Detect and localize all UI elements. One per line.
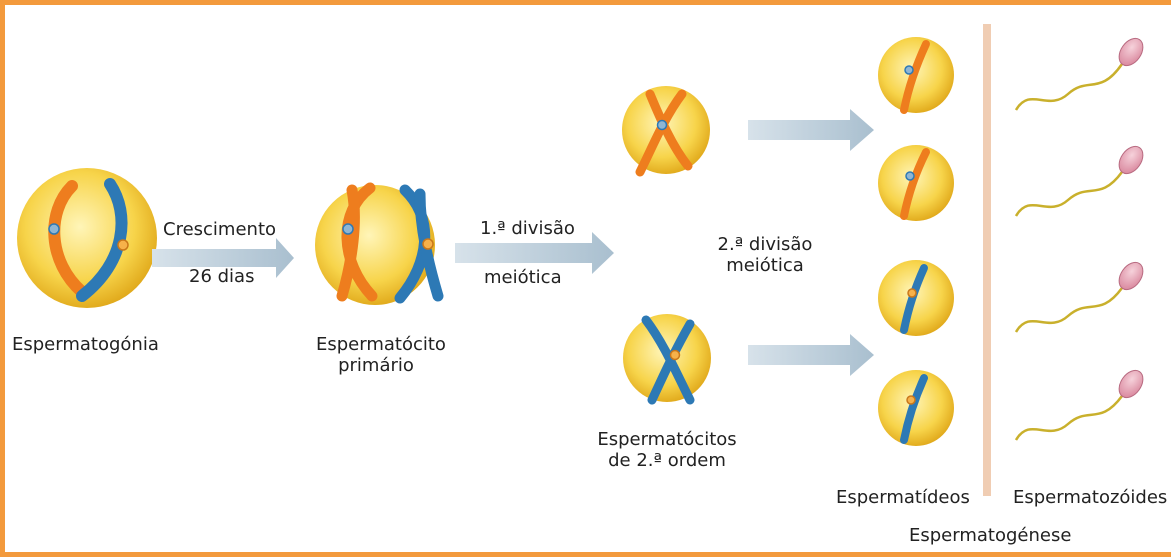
orange-chromatid xyxy=(635,89,687,177)
growth-arrow xyxy=(152,238,294,278)
second-division-arrow-bottom xyxy=(748,334,874,376)
orange-chromatid xyxy=(645,89,693,171)
spermatozoon xyxy=(1014,145,1144,217)
label-secondary-line1: Espermatócitos xyxy=(597,429,737,450)
label-second-division-line1: 2.ª divisão xyxy=(717,234,813,255)
spermatid-cell xyxy=(878,370,954,446)
second-division-arrow-top xyxy=(748,109,874,151)
spermatogonium-cell xyxy=(17,168,157,308)
centromere-icon xyxy=(48,223,60,235)
spermatozoon xyxy=(1014,261,1144,333)
spermatozoon xyxy=(1014,369,1144,441)
sperm-head xyxy=(1118,145,1144,175)
sperm-head xyxy=(1118,261,1144,291)
sperm-tail xyxy=(1014,171,1124,217)
label-secondary-line2: de 2.ª ordem xyxy=(608,450,726,471)
secondary-spermatocyte-orange xyxy=(622,86,710,177)
centromere-icon xyxy=(422,238,434,250)
centromere-icon xyxy=(669,349,681,361)
label-primary-line2: primário xyxy=(338,355,414,376)
label-primary-spermatocyte: Espermatócito primário xyxy=(316,334,446,376)
blue-chromatid xyxy=(900,374,928,444)
spermatid-cell xyxy=(878,37,954,114)
blue-chromosome xyxy=(76,178,128,302)
label-growth-days: 26 dias xyxy=(189,266,255,287)
orange-chromatid xyxy=(336,184,360,302)
sperm-head xyxy=(1118,369,1144,399)
label-first-division-line2: meiótica xyxy=(484,267,562,288)
spermatozoon xyxy=(1014,37,1144,111)
centromere-icon xyxy=(656,119,668,131)
centromere-icon xyxy=(906,395,916,405)
label-spermatogonia: Espermatogónia xyxy=(12,334,159,355)
orange-chromosome xyxy=(48,180,88,298)
label-spermatozoa: Espermatozóides xyxy=(1013,487,1168,508)
secondary-spermatocyte-blue xyxy=(623,314,711,405)
sperm-tail xyxy=(1014,395,1124,441)
centromere-icon xyxy=(117,239,129,251)
spermatid-cell xyxy=(878,260,954,336)
label-second-division: 2.ª divisão meiótica xyxy=(710,234,820,276)
sperm-tail xyxy=(1014,63,1124,111)
centromere-icon xyxy=(907,288,917,298)
label-spermatids: Espermatídeos xyxy=(836,487,970,508)
label-primary-line1: Espermatócito xyxy=(316,334,446,355)
centromere-icon xyxy=(342,223,354,235)
orange-chromatid xyxy=(341,182,378,302)
spermatid-cell xyxy=(878,145,954,221)
sperm-head xyxy=(1118,37,1144,67)
first-division-arrow xyxy=(455,232,614,274)
sperm-tail xyxy=(1014,287,1124,333)
blue-chromatid xyxy=(647,319,695,405)
blue-chromatid xyxy=(900,264,928,334)
label-spermatogenesis: Espermatogénese xyxy=(909,525,1072,546)
label-growth: Crescimento xyxy=(163,219,277,240)
centromere-icon xyxy=(904,65,914,75)
orange-chromatid xyxy=(900,148,930,220)
label-second-division-line2: meiótica xyxy=(726,255,804,276)
label-first-division-line1: 1.ª divisão xyxy=(480,218,575,239)
orange-chromatid xyxy=(900,40,930,114)
centromere-icon xyxy=(905,171,915,181)
label-secondary-spermatocytes: Espermatócitos de 2.ª ordem xyxy=(592,429,742,471)
divider-line xyxy=(983,24,991,496)
primary-spermatocyte-cell xyxy=(315,182,444,305)
